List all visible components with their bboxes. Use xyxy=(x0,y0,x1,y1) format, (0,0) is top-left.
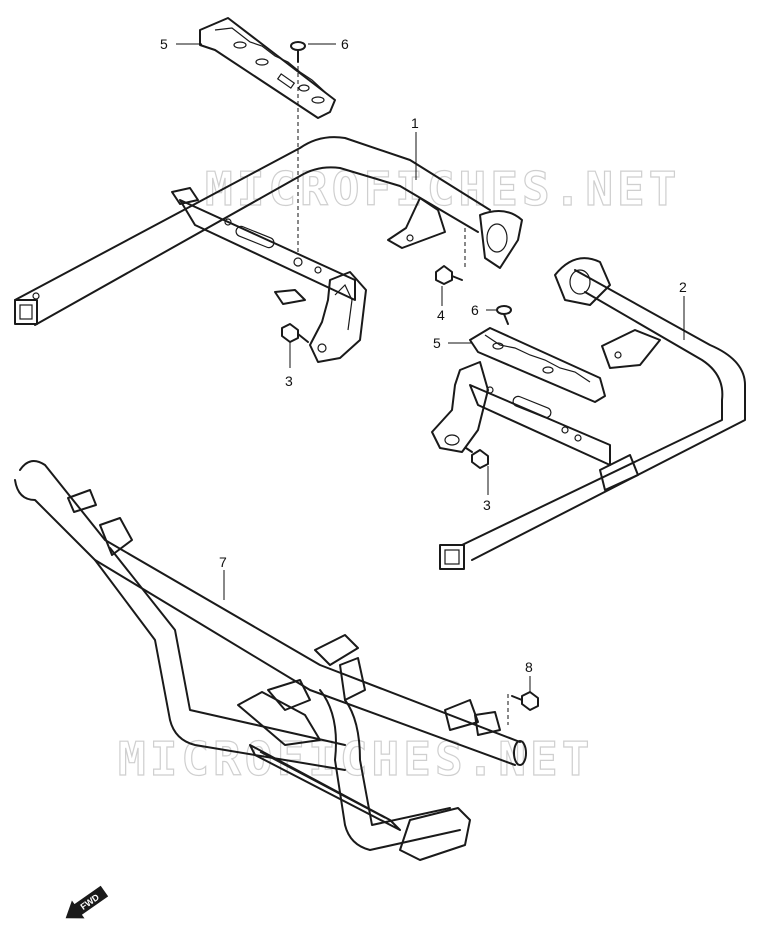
bolt-3-lower xyxy=(465,447,489,469)
screw-middle xyxy=(496,305,512,325)
callout-1: 1 xyxy=(411,115,419,131)
callout-6-mid: 6 xyxy=(471,302,479,318)
screw-top xyxy=(290,41,306,63)
footrest-plate-top xyxy=(199,17,336,119)
bolt-8 xyxy=(511,691,539,711)
callout-5-top: 5 xyxy=(160,36,168,52)
callout-8: 8 xyxy=(525,659,533,675)
callout-2: 2 xyxy=(679,279,687,295)
callout-5-mid: 5 xyxy=(433,335,441,351)
watermark-top: MICROFICHES.NET xyxy=(205,162,680,216)
callout-3-upper: 3 xyxy=(285,373,293,389)
bolt-3-upper xyxy=(281,323,309,343)
footrest-bracket-2 xyxy=(431,257,746,570)
front-guard-7 xyxy=(14,460,527,861)
watermark-bottom: MICROFICHES.NET xyxy=(118,732,593,786)
callout-3-lower: 3 xyxy=(483,497,491,513)
forward-arrow-icon: FWD xyxy=(65,885,109,919)
footrest-plate-middle xyxy=(469,327,606,403)
callout-7: 7 xyxy=(219,554,227,570)
bolt-4 xyxy=(435,265,463,285)
callout-6-top: 6 xyxy=(341,36,349,52)
footrest-bracket-1 xyxy=(14,136,523,363)
callout-4: 4 xyxy=(437,307,445,323)
